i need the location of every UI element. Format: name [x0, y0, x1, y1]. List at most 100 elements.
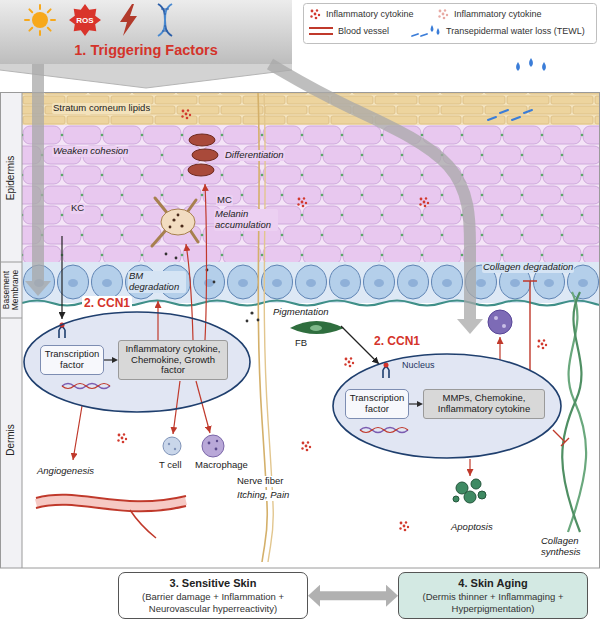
ccn1-receptor: [59, 323, 65, 339]
part-label: Melanin accumulation: [214, 209, 278, 231]
legend-text: Blood vessel: [338, 24, 389, 38]
collagen-fiber: [562, 292, 581, 532]
cell-outline: [332, 334, 562, 460]
part-label: FB: [294, 338, 308, 349]
sun-icon: [39, 31, 41, 35]
basal-layer: [22, 262, 600, 303]
melanocyte: [152, 198, 198, 246]
effect-arrow: [196, 381, 210, 433]
legend-item: Blood vessel: [308, 24, 389, 38]
part-label: Pigmentation: [272, 307, 329, 318]
nerve-fiber: [264, 93, 273, 562]
tewl-drops: [542, 62, 546, 71]
part-label: Apoptosis: [450, 522, 494, 533]
stratum-corneum: [22, 93, 600, 125]
part-label: Macrophage: [194, 460, 249, 471]
sun-icon: [25, 19, 29, 21]
apoptosis-fragments: [478, 491, 486, 499]
apoptotic-cell: [494, 316, 498, 320]
node-text: Transcription factor: [349, 393, 405, 415]
cell-fill: [333, 354, 561, 458]
layer-strip: [0, 92, 22, 568]
cell-heading: 2. CCN1: [372, 334, 422, 348]
differentiating-cells: [188, 134, 218, 176]
keratinocyte-layer: [22, 125, 600, 262]
cytokine-dots: [419, 197, 429, 207]
cell-fill: [24, 312, 250, 412]
node-text: Transcription factor: [44, 349, 100, 371]
cytokine-dots: [297, 197, 307, 207]
transcription-box: Transcription factor: [40, 345, 104, 375]
effect-arrow: [469, 459, 470, 476]
skin-frame: [1, 93, 600, 569]
fibroblast: [310, 325, 322, 331]
legend-swatch: [308, 25, 334, 37]
sun-icon: [29, 9, 32, 12]
legend-swatch: [412, 34, 427, 36]
sun-icon: [25, 5, 55, 35]
basal-layer: [22, 262, 600, 303]
node-text: 3. Sensitive Skin: [125, 577, 301, 591]
connector-arrow: [104, 359, 112, 360]
sun-icon: [48, 9, 51, 12]
gene-box: Inflammatory cytokine, Chemokine, Growth…: [118, 340, 228, 381]
connector-arrow: [270, 64, 470, 319]
stratum-corneum: [22, 93, 600, 125]
legend-item: Transepidermal water loss (TEWL): [410, 24, 585, 38]
layer-label: Dermis: [6, 424, 17, 456]
nerve-fiber: [258, 93, 273, 562]
sun-icon: [39, 5, 41, 9]
melanin-dots: [257, 319, 260, 322]
connector-arrow: [32, 64, 44, 281]
dna-icon: [158, 4, 172, 36]
melanocyte: [177, 214, 180, 217]
t-cell: [174, 448, 176, 450]
node-text: MMPs, Chemokine, Inflammatory cytokine: [428, 393, 540, 415]
legend-swatch: [436, 7, 450, 21]
part-label: Nerve fiber: [236, 476, 284, 487]
differentiating-cells: [189, 134, 215, 146]
t-cell: [168, 443, 170, 445]
effect-arrow: [186, 244, 193, 340]
differentiating-cells: [188, 164, 214, 176]
connector-arrow: [409, 403, 417, 404]
legend-swatch: [438, 9, 448, 19]
sun-icon: [48, 28, 51, 31]
effect-arrow: [73, 184, 500, 476]
skin-frame: [1, 93, 600, 569]
lightning-icon: [120, 4, 137, 36]
layer-strip: [0, 92, 22, 568]
legend-swatch: [310, 9, 320, 19]
cell-outline: [22, 296, 252, 414]
melanin-dots: [165, 253, 260, 323]
legend-text: Inflammatory cytokine: [454, 7, 542, 21]
melanocyte: [161, 209, 195, 235]
apoptosis-fragments: [471, 479, 481, 489]
transcription-box: Transcription factor: [345, 389, 409, 419]
apoptosis-fragments: [453, 479, 486, 503]
t-cell: [163, 437, 181, 455]
keratinocyte-layer: [22, 125, 600, 262]
melanocyte: [169, 226, 172, 229]
node-text: (Dermis thinner + Inflammaging + Hyperpi…: [405, 591, 581, 614]
legend-swatch: [309, 28, 333, 34]
blood-vessel: [130, 510, 156, 538]
part-label: Itching, Pain: [236, 490, 290, 501]
macrophage: [202, 435, 224, 457]
sun-icon: [51, 19, 55, 21]
part-label: Weaken cohesion: [52, 146, 129, 157]
part-label: BM degradation: [128, 271, 186, 293]
outcome-box: 4. Skin Aging(Dermis thinner + Inflammag…: [398, 572, 588, 619]
node-text: (Barrier damage + Inflammation + Neurova…: [125, 591, 301, 614]
signal-arrow: [61, 236, 62, 319]
layer-label: Epidermis: [6, 156, 17, 200]
node-text: 4. Skin Aging: [405, 577, 581, 591]
macrophage: [202, 435, 224, 457]
dna-strand: [360, 428, 408, 433]
connector-arrow: [320, 591, 386, 600]
cell-ellipse: 2. CCN1Transcription factorInflammatory …: [22, 296, 252, 414]
dna-strand: [62, 384, 408, 433]
